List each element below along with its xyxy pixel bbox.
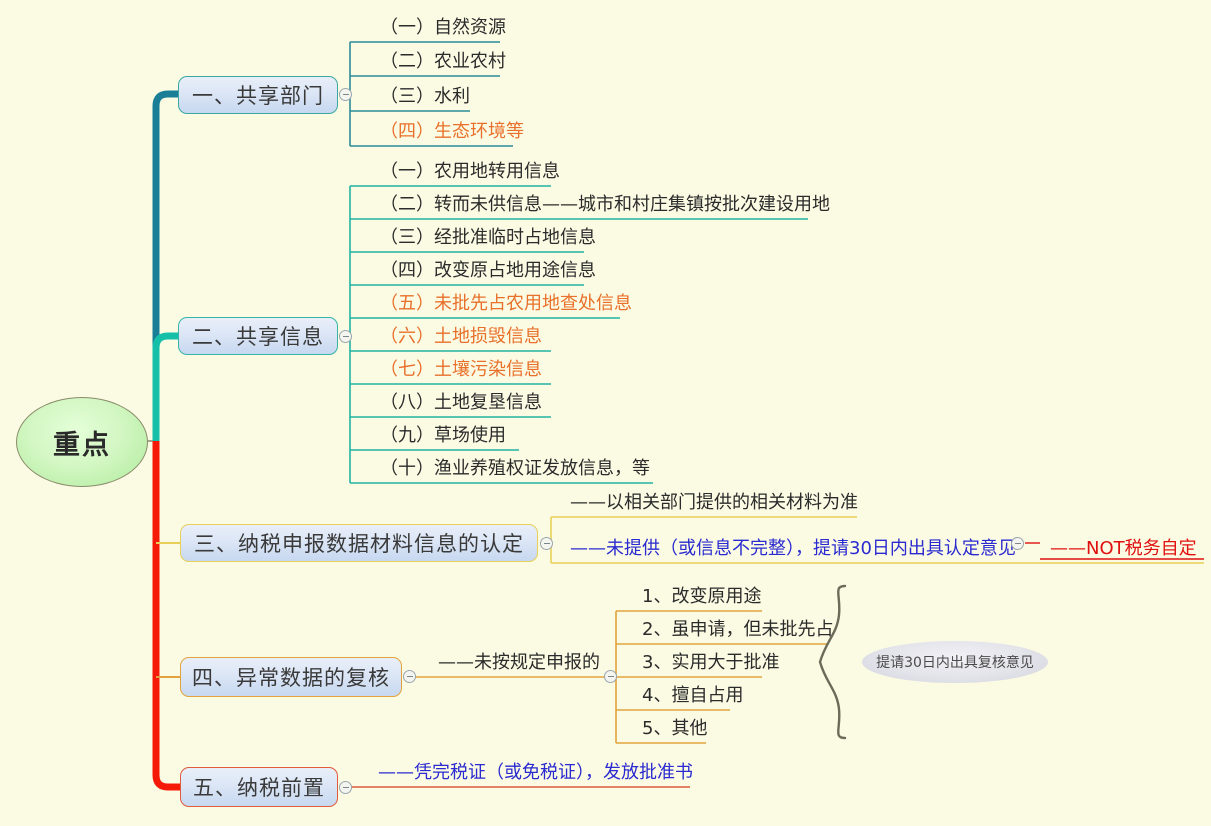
branch-node-2[interactable]: 二、共享信息 (178, 317, 338, 355)
branch-4-leaf-1-collapse-toggle-icon[interactable] (604, 670, 617, 683)
branch-2-collapse-toggle-icon[interactable] (339, 330, 352, 343)
branch-5-leaf-1[interactable]: ——凭完税证（或免税证），发放批准书 (378, 762, 693, 783)
branch-1-leaf-2[interactable]: （二）农业农村 (380, 51, 506, 72)
branch-node-3-label: 三、纳税申报数据材料信息的认定 (194, 532, 524, 556)
branch-3-leaf-1[interactable]: ——以相关部门提供的相关材料为准 (570, 492, 858, 513)
root-node[interactable]: 重点 (16, 397, 148, 487)
branch-node-4[interactable]: 四、异常数据的复核 (180, 657, 402, 697)
branch-3-leaf-2[interactable]: ——未提供（或信息不完整），提请30日内出具认定意见 (570, 538, 1016, 559)
branch-node-3[interactable]: 三、纳税申报数据材料信息的认定 (180, 524, 538, 562)
branch-1-leaf-3[interactable]: （三）水利 (380, 86, 470, 107)
branch-2-leaf-6[interactable]: （六）土地损毁信息 (380, 326, 542, 347)
branch-2-leaf-5[interactable]: （五）未批先占农用地查处信息 (380, 293, 632, 314)
branch-2-leaf-7[interactable]: （七）土壤污染信息 (380, 359, 542, 380)
branch-4-grandchild-2[interactable]: 2、虽申请，但未批先占 (642, 619, 834, 640)
branch-1-collapse-toggle-icon[interactable] (339, 88, 352, 101)
branch-4-grandchild-3[interactable]: 3、实用大于批准 (642, 652, 780, 673)
branch-4-callout-label: 提请30日内出具复核意见 (876, 655, 1034, 671)
branch-3-leaf-2-collapse-toggle-icon[interactable] (1011, 537, 1024, 550)
branch-4-grandchild-5[interactable]: 5、其他 (642, 718, 708, 739)
branch-2-leaf-9[interactable]: （九）草场使用 (380, 425, 506, 446)
branch-4-grandchild-1[interactable]: 1、改变原用途 (642, 586, 762, 607)
branch-4-grandchild-4[interactable]: 4、擅自占用 (642, 685, 744, 706)
branch-4-collapse-toggle-icon[interactable] (403, 670, 416, 683)
branch-2-leaf-10[interactable]: （十）渔业养殖权证发放信息，等 (380, 458, 650, 479)
branch-4-callout-bubble[interactable]: 提请30日内出具复核意见 (862, 641, 1048, 683)
branch-3-collapse-toggle-icon[interactable] (540, 537, 553, 550)
branch-1-leaf-4[interactable]: （四）生态环境等 (380, 121, 524, 142)
branch-2-leaf-4[interactable]: （四）改变原占地用途信息 (380, 260, 596, 281)
branch-3-grandchild-1[interactable]: ——NOT税务自定 (1050, 538, 1197, 559)
branch-2-leaf-1[interactable]: （一）农用地转用信息 (380, 161, 560, 182)
branch-node-1[interactable]: 一、共享部门 (178, 76, 338, 114)
branch-node-4-label: 四、异常数据的复核 (192, 666, 390, 690)
branch-2-leaf-8[interactable]: （八）土地复垦信息 (380, 392, 542, 413)
branch-4-leaf-1[interactable]: ——未按规定申报的 (438, 652, 600, 673)
branch-node-2-label: 二、共享信息 (192, 325, 324, 349)
branch-node-5[interactable]: 五、纳税前置 (180, 767, 338, 807)
branch-node-1-label: 一、共享部门 (192, 84, 324, 108)
branch-2-leaf-2[interactable]: （二）转而未供信息——城市和村庄集镇按批次建设用地 (380, 194, 830, 215)
branch-1-leaf-1[interactable]: （一）自然资源 (380, 17, 506, 38)
branch-5-collapse-toggle-icon[interactable] (339, 781, 352, 794)
branch-2-leaf-3[interactable]: （三）经批准临时占地信息 (380, 227, 596, 248)
root-node-label: 重点 (53, 429, 111, 461)
branch-node-5-label: 五、纳税前置 (193, 776, 325, 800)
